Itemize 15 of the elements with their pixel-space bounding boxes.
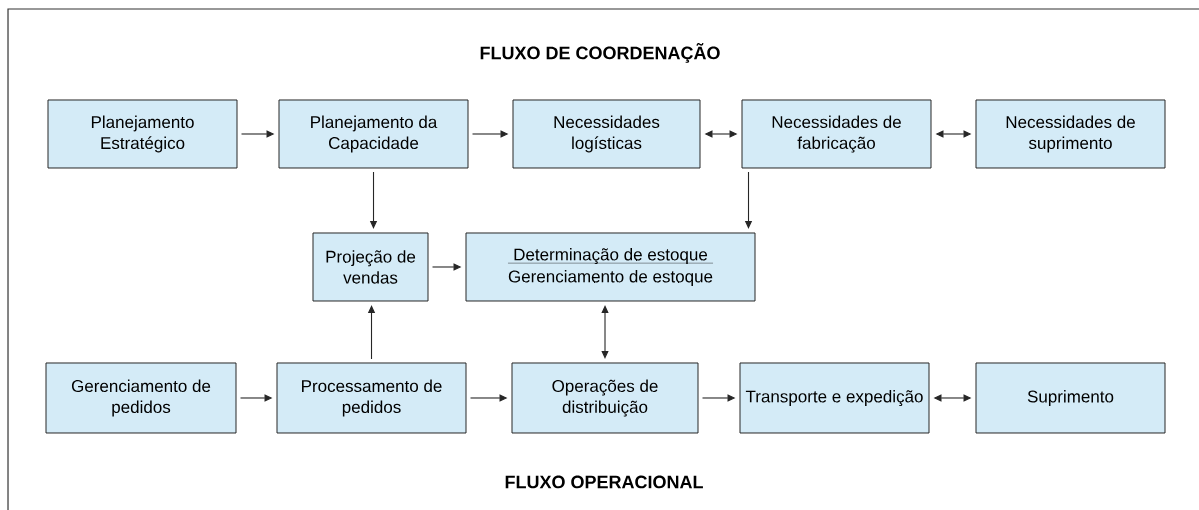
process-box: Planejamento da Capacidade bbox=[278, 99, 469, 169]
process-box: Transporte e expedição bbox=[739, 362, 930, 434]
process-box: Gerenciamento de pedidos bbox=[45, 362, 237, 434]
process-box: Projeção de vendas bbox=[312, 232, 429, 302]
process-box: Planejamento Estratégico bbox=[47, 99, 238, 169]
process-box: Necessidades de suprimento bbox=[975, 99, 1166, 169]
arrow bbox=[601, 305, 609, 359]
flow-heading: FLUXO DE COORDENAÇÃO bbox=[480, 43, 720, 63]
flow-heading: FLUXO OPERACIONAL bbox=[505, 475, 703, 489]
process-box: Processamento de pedidos bbox=[276, 362, 467, 434]
process-box: Necessidades logísticas bbox=[512, 99, 701, 169]
process-box: Suprimento bbox=[975, 362, 1166, 434]
process-box: Necessidades de fabricação bbox=[741, 99, 932, 169]
process-box: Operações de distribuição bbox=[511, 362, 699, 434]
stock-box: Determinação de estoque Gerenciamento de estoque bbox=[465, 232, 756, 302]
